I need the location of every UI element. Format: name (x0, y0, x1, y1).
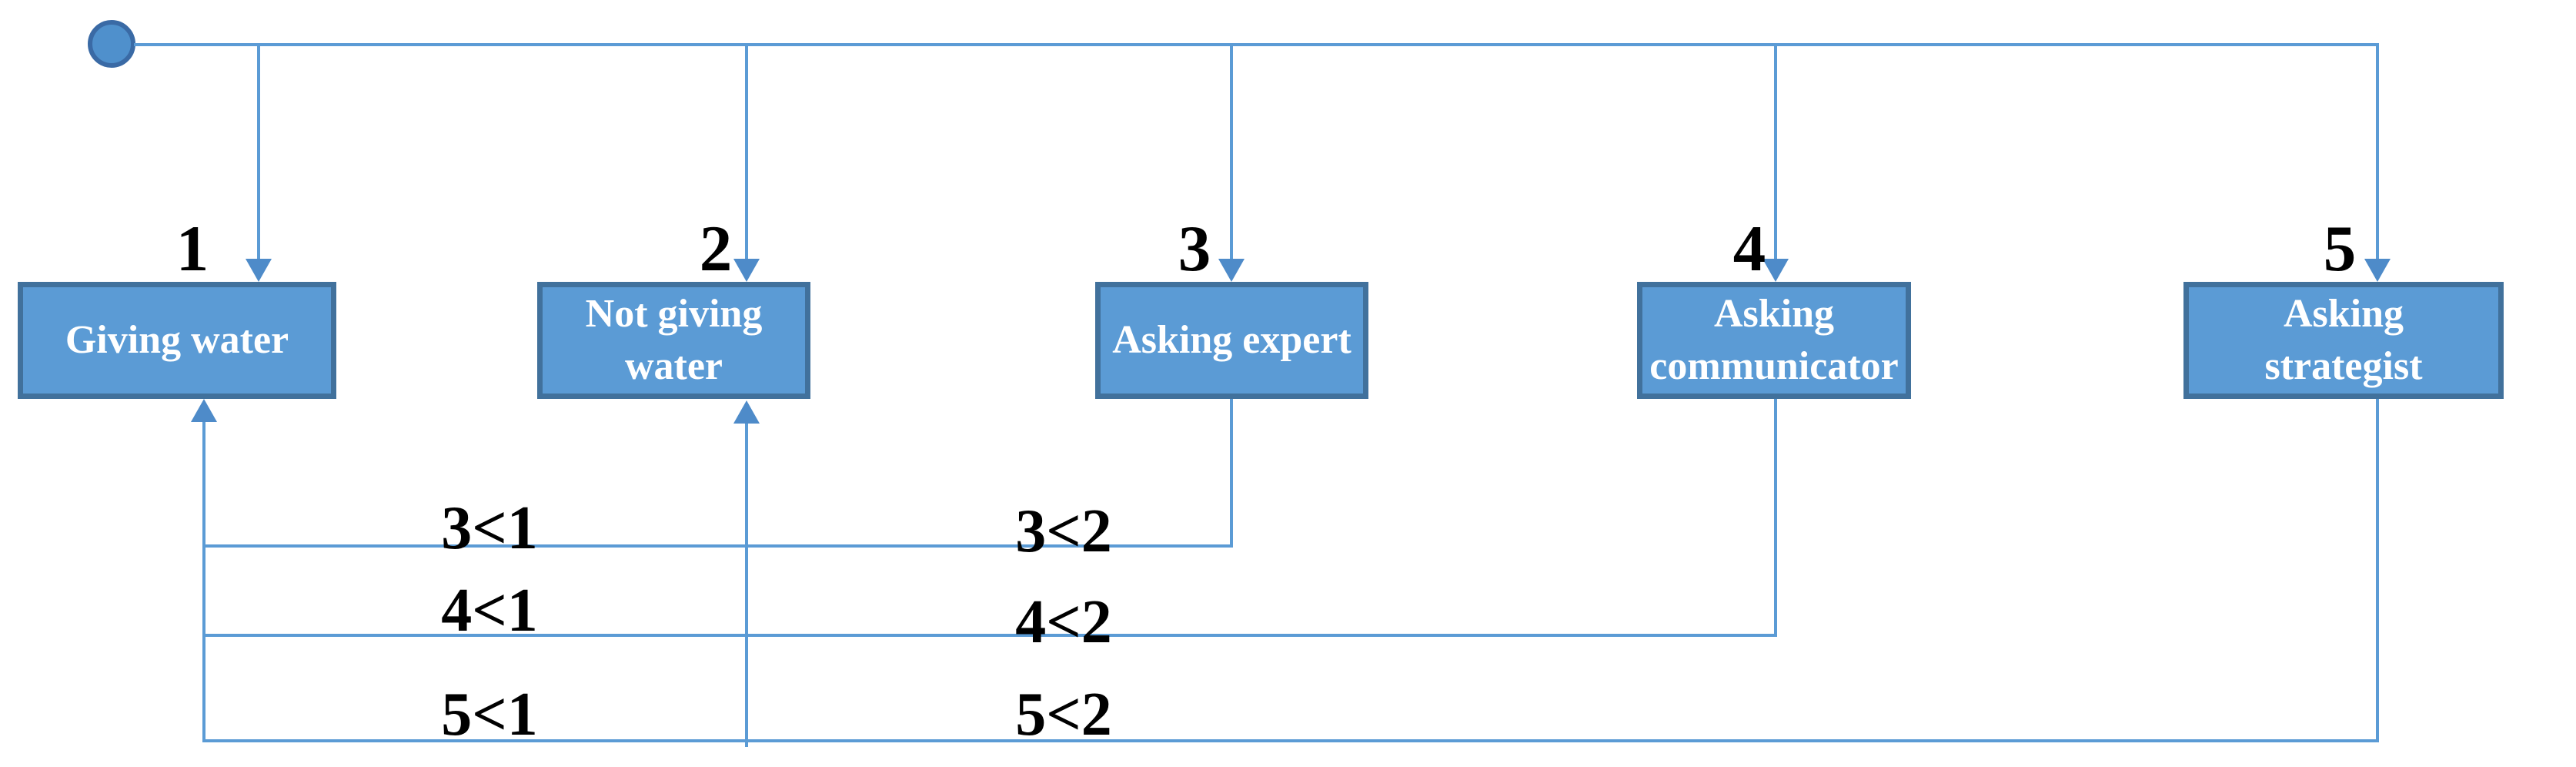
feedback-line-from-4 (204, 634, 1777, 637)
feedback-collector-line-box2 (745, 419, 748, 747)
feedback-label-4-lt-1: 4<1 (441, 577, 538, 645)
flow-drop-line-2 (745, 45, 748, 260)
feedback-label-3-lt-2: 3<2 (1015, 497, 1112, 565)
arrow-up-icon-box1 (191, 399, 217, 422)
flow-drop-line-4 (1774, 45, 1777, 260)
activity-box-asking-communicator: Asking communicator (1637, 282, 1911, 399)
control-flow-rail (134, 43, 2379, 46)
activity-box-asking-expert: Asking expert (1095, 282, 1368, 399)
activity-box-label: Asking communicator (1649, 292, 1899, 388)
feedback-drop-line-5 (2376, 399, 2379, 742)
flow-drop-line-1 (257, 45, 260, 260)
arrow-down-icon-1 (246, 259, 272, 282)
feedback-line-from-3 (204, 544, 1233, 548)
feedback-label-5-lt-1: 5<1 (441, 681, 538, 749)
feedback-label-4-lt-2: 4<2 (1015, 588, 1112, 656)
arrow-down-icon-5 (2364, 259, 2391, 282)
arrow-down-icon-4 (1762, 259, 1789, 282)
activity-number-2: 2 (699, 213, 733, 285)
activity-number-5: 5 (2323, 213, 2357, 285)
feedback-line-from-5 (204, 739, 2379, 742)
activity-box-not-giving-water: Not giving water (537, 282, 810, 399)
activity-number-3: 3 (1178, 213, 1211, 285)
activity-box-asking-strategist: Asking strategist (2183, 282, 2504, 399)
feedback-label-5-lt-2: 5<2 (1015, 681, 1112, 749)
flow-drop-line-5 (2376, 45, 2379, 260)
activity-box-label: Not giving water (585, 292, 763, 388)
arrow-down-icon-3 (1218, 259, 1245, 282)
flow-drop-line-3 (1230, 45, 1233, 260)
activity-box-label: Asking strategist (2264, 292, 2423, 388)
start-node-icon (88, 20, 135, 68)
activity-box-label: Giving water (65, 318, 289, 363)
feedback-label-3-lt-1: 3<1 (441, 494, 538, 562)
activity-number-4: 4 (1732, 213, 1766, 285)
feedback-drop-line-3 (1230, 399, 1233, 548)
activity-box-giving-water: Giving water (18, 282, 336, 399)
feedback-collector-line-box1 (202, 417, 205, 742)
activity-number-1: 1 (175, 213, 209, 285)
feedback-drop-line-4 (1774, 399, 1777, 637)
arrow-up-icon-box2 (733, 400, 760, 424)
arrow-down-icon-2 (733, 259, 760, 282)
activity-box-label: Asking expert (1112, 318, 1351, 363)
